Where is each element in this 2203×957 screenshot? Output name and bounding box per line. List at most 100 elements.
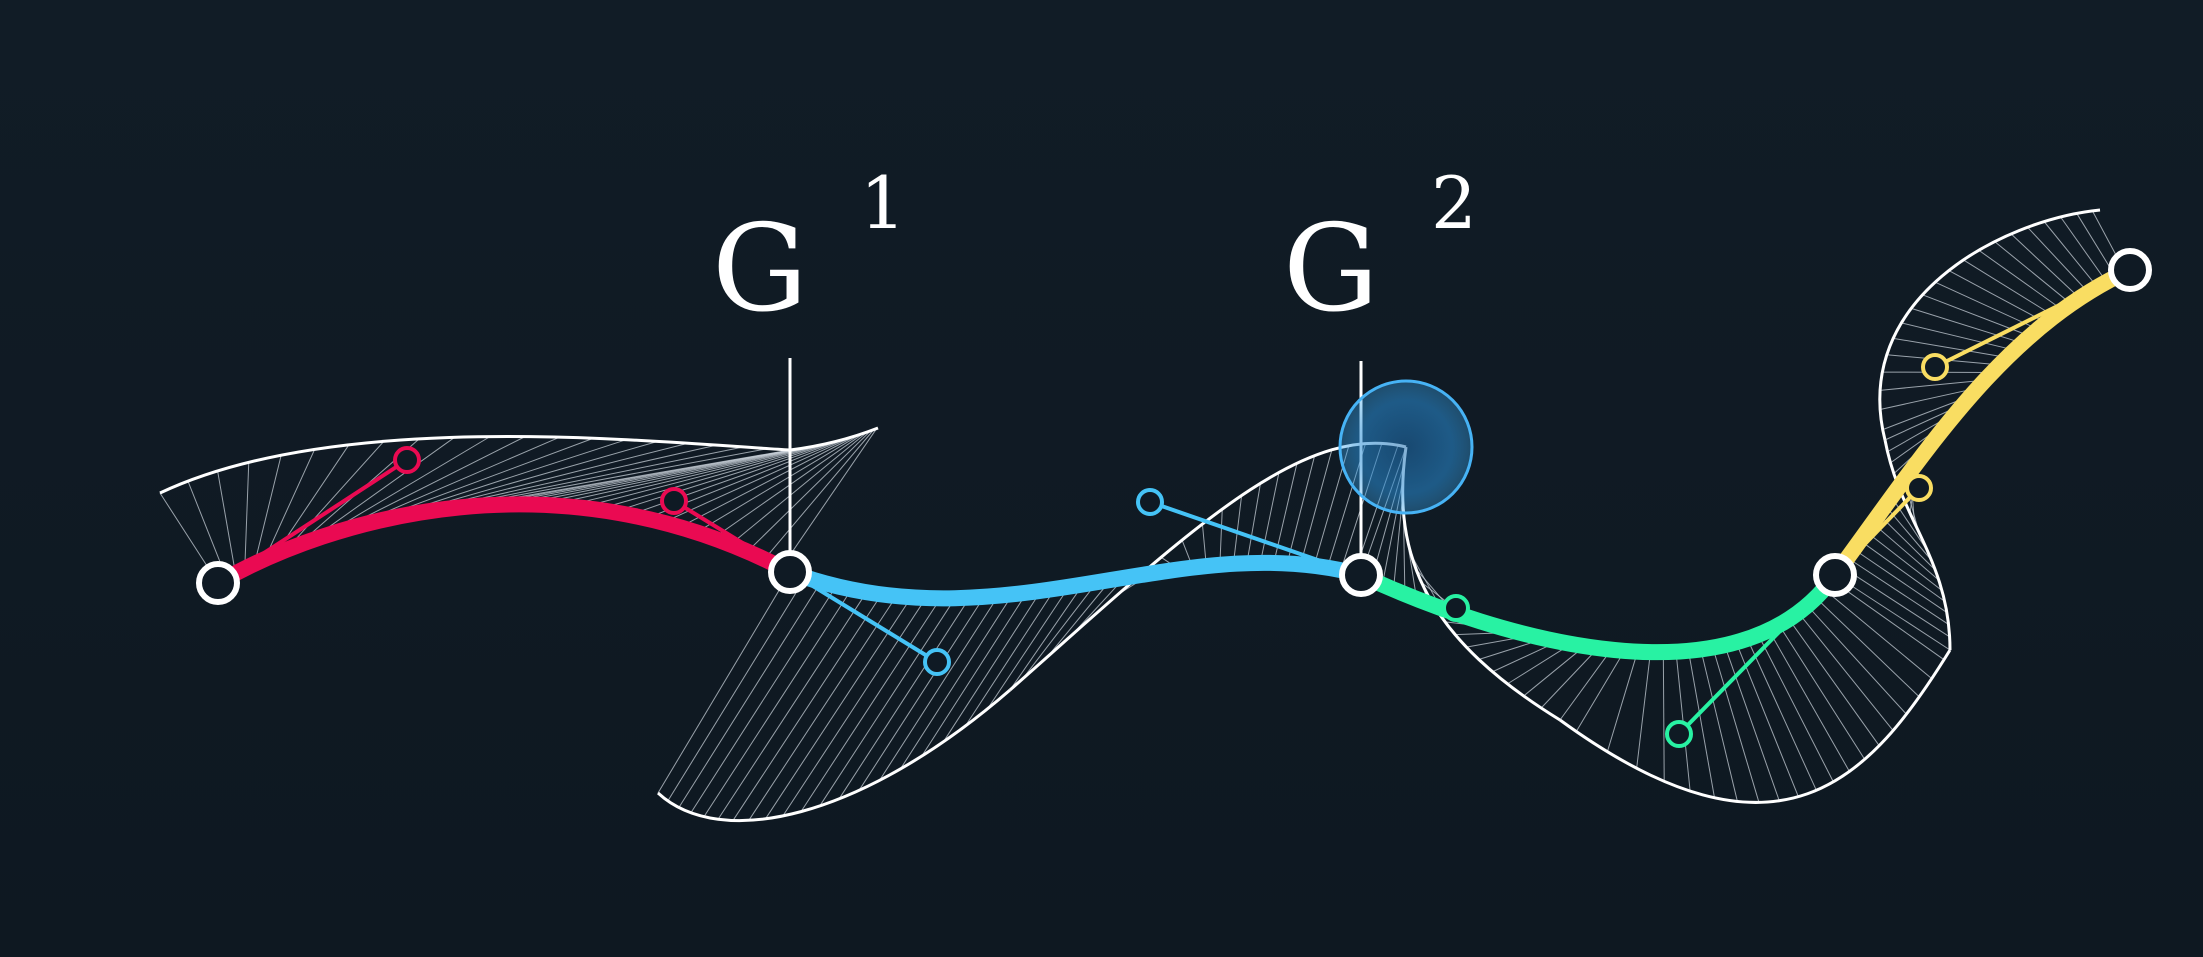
curve-node-5-icon[interactable] [2108,248,2152,292]
yellow-segment-hatch-line [1841,566,1950,638]
curve-node-2-icon[interactable] [768,550,812,594]
green-segment-hatch-line [1507,643,1572,685]
blue-segment-hatch-line [782,597,927,817]
red-segment-hatch-line [254,455,282,564]
blue-segment-hatch-line [819,597,956,807]
red-segment-comb-outline [159,435,791,495]
red-segment-hatch-line [516,446,811,505]
blue-segment-hatch-line [1300,449,1333,565]
green-segment-hatch-line [1823,588,1933,680]
blue-segment-comb-outline [656,688,1011,823]
red-segment-comb-outline [789,426,879,452]
green-segment-hatch-line [1662,652,1665,782]
yellow-segment [1827,262,2138,583]
red-segment-handle-icon[interactable] [660,487,688,515]
red-segment [210,496,798,591]
blue-segment-hatch-line [678,581,822,808]
green-segment-hatch-line [1797,612,1894,731]
red-segment-hatch-line [548,444,821,506]
yellow-segment-hatch-line [2027,226,2089,293]
curve-node-3-icon[interactable] [1339,553,1383,597]
yellow-segment-hatch-line [1948,270,2047,324]
green-segment [1353,567,1843,661]
green-segment-hatch-line [1735,642,1799,797]
red-segment-hatch-line [596,441,836,511]
yellow-segment-handle-icon[interactable] [1921,353,1949,381]
red-segment-hatch-line [781,428,878,568]
red-segment-hatch-line [679,435,857,528]
blue-segment-hatch-line [838,597,970,800]
blue-segment-hatch-line [1286,455,1316,564]
curve-node-4-icon[interactable] [1813,553,1857,597]
green-segment-hatch-line [1831,579,1945,661]
blue-segment [782,554,1369,607]
green-segment-hatch-line [1688,650,1715,798]
blue-segment-hatch-line [1219,509,1223,565]
yellow-segment-hatch-line [1880,387,1979,411]
blue-segment-hatch-line [921,592,1028,757]
red-segment-handle-icon[interactable] [393,446,421,474]
curve-nodes [196,248,2152,605]
green-segment-hatch-line [1778,624,1866,760]
red-segment-hatch-line [308,436,455,542]
blue-segment-hatch-line [667,577,806,802]
yellow-segment-hatch-line [1994,241,2072,305]
yellow-segment-hatch-line [1978,249,2063,311]
green-segment-hatch-line [1757,634,1834,783]
red-segment-hatch-line [485,448,799,506]
yellow-segment-comb-outline [1878,208,2101,441]
blue-segment-hatch-line [1047,579,1112,658]
highlight-disc-icon [1338,379,1474,515]
g1-label: G 1 [712,161,906,339]
red-segment-hatch-line [747,430,872,552]
blue-segment-hatch-line [1022,581,1098,680]
yellow-segment-hatch-line [1963,259,2055,317]
blue-segment-hatch-line [748,595,897,821]
yellow-segment-hatch-line [1891,496,1928,551]
yellow-segment-hatch-line [2010,233,2081,299]
blue-segment-hatch-line [717,592,867,820]
blue-segment-hatch-line [690,585,837,814]
blue-segment-hatch-line [703,589,852,817]
green-segment-hatch-line [1815,597,1920,698]
green-segment-hatch-line [1575,650,1625,732]
green-segment-comb-outline [1559,649,1952,804]
yellow-segment-hatch-line [1853,548,1948,613]
green-segment-handle-icon[interactable] [1442,594,1470,622]
green-segment-hatch-line [1724,645,1780,801]
green-segment-hatch-line [1636,652,1651,769]
blue-segment-hatch-line [732,594,882,821]
curve-node-1-icon[interactable] [196,561,240,605]
green-segment-handle-icon[interactable] [1665,720,1693,748]
blue-segment-hatch-line [800,598,941,812]
green-segment-hatch-line [1806,605,1907,715]
green-segment-hatch-line [1700,649,1738,802]
handle-points [393,353,1949,748]
blue-segment-hatch-line [1232,495,1243,564]
g2-label-sup: 2 [1431,161,1477,245]
yellow-segment-hatch-line [1834,574,1951,651]
red-segment-hatch-line [764,429,875,560]
green-segment-hatch-line [1712,647,1760,803]
g1-label-sup: 1 [860,161,906,245]
blue-segment-handle-icon[interactable] [1136,488,1164,516]
g2-label-base: G [1283,200,1379,339]
blue-segment-hatch-line [987,586,1070,710]
blue-segment-hatch-line [879,595,999,781]
yellow-segment-hatch-line [1866,531,1943,591]
green-segment-hatch-line [1768,629,1850,772]
yellow-segment-handle-icon[interactable] [1905,474,1933,502]
red-segment-hatch-line [217,470,236,574]
yellow-segment-hatch-line [1859,540,1945,602]
blue-segment-handle-icon[interactable] [923,648,951,676]
blue-segment-hatch-line [657,571,791,794]
red-segment-hatch-line [730,431,868,545]
green-segment-hatch-line [1746,638,1817,791]
blue-segment-hatch-line [1246,483,1261,564]
blue-segment-hatch-line [858,596,985,791]
red-segment-hatch-line [264,449,316,560]
yellow-segment-comb-outline [1883,439,1952,651]
yellow-segment-hatch-line [1901,322,2015,351]
yellow-segment-hatch-line [1911,307,2023,344]
